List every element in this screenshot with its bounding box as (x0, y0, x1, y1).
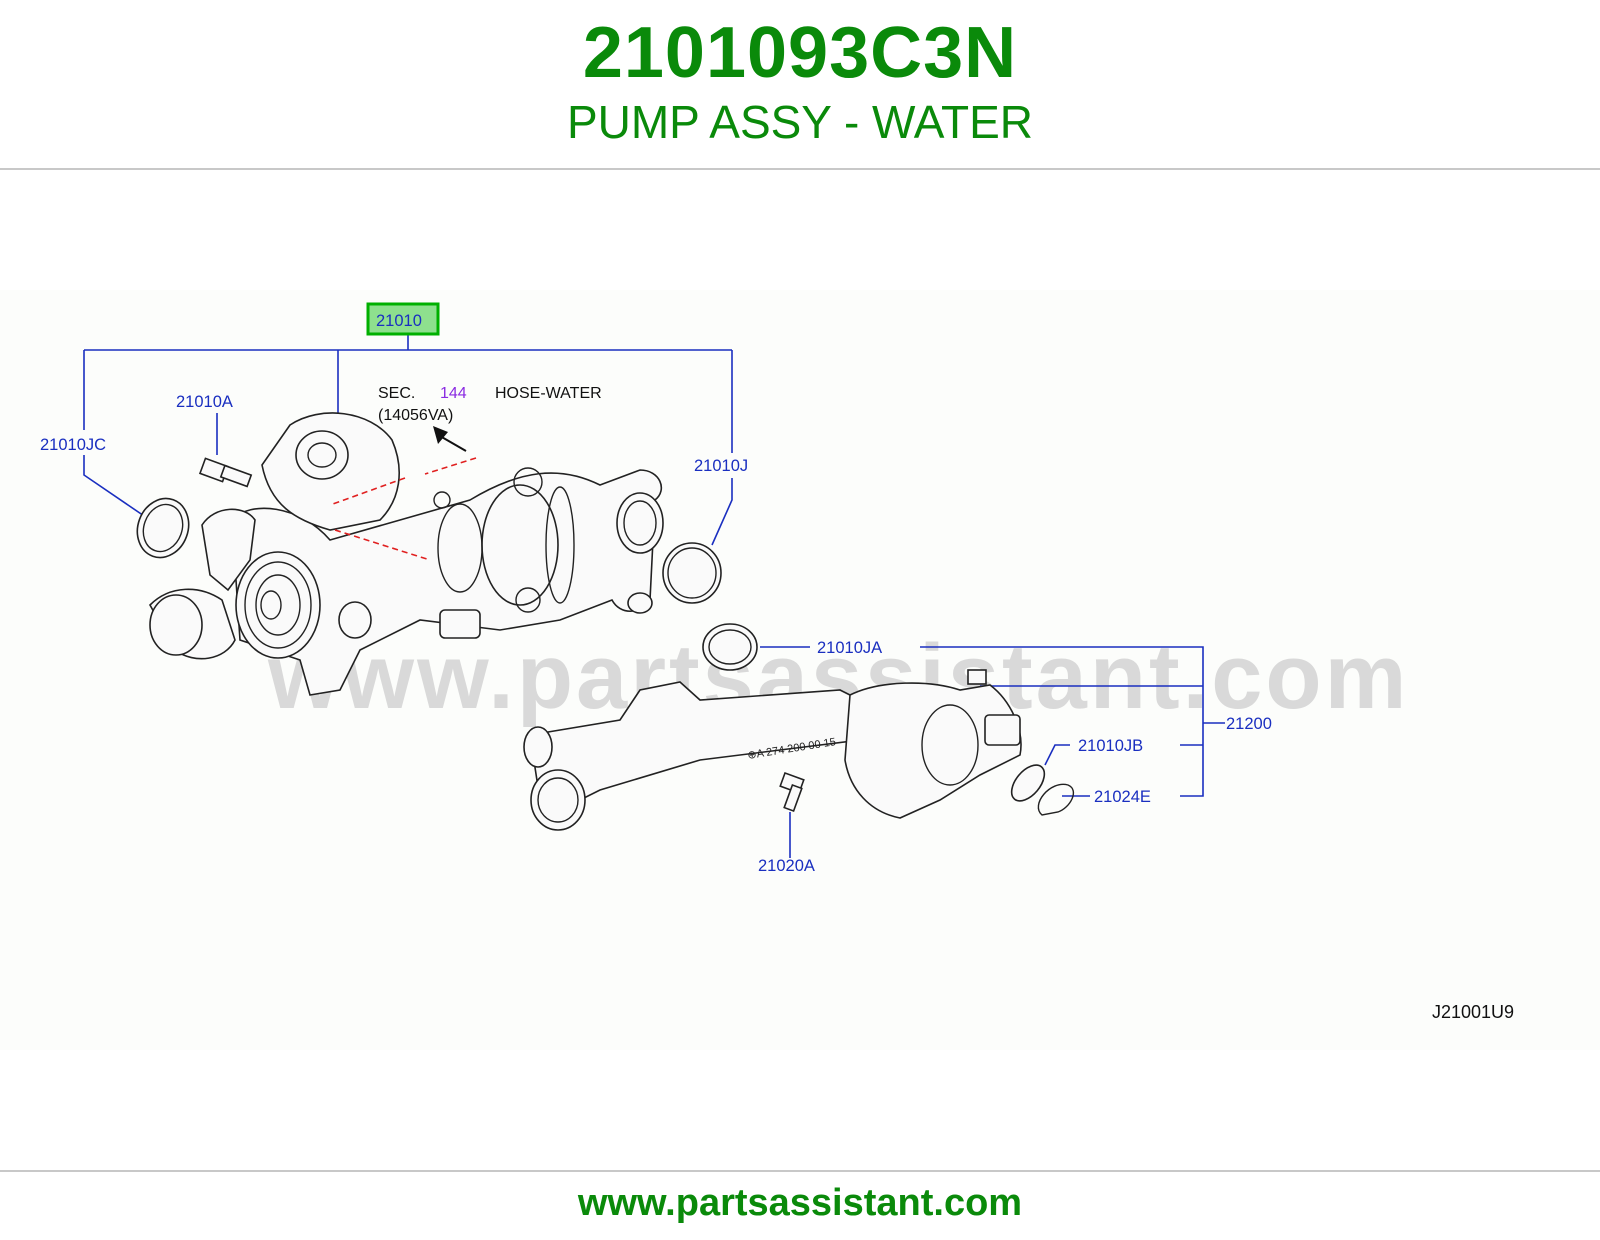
diagram-id: J21001U9 (1432, 1002, 1514, 1022)
callout-21200[interactable]: 21200 (1226, 715, 1272, 733)
footer-divider (0, 1170, 1600, 1172)
callout-21010a[interactable]: 21010A (176, 393, 233, 411)
bolt-21010a (198, 457, 253, 488)
water-pipe-assembly-drawing: ⊕A 274 200 00 15 (523, 623, 1074, 831)
callout-21024e[interactable]: 21024E (1094, 788, 1151, 806)
clip-21024e (1037, 783, 1074, 816)
leader-lines (83, 333, 1225, 858)
parts-diagram: www.partsassistant.com (0, 290, 1600, 1050)
callout-21010ja[interactable]: 21010JA (817, 639, 882, 657)
water-pump-assembly-drawing (136, 412, 722, 696)
arrow-head-icon (433, 426, 448, 444)
section-hose-marker (329, 426, 477, 561)
gasket-ring-21010jc (136, 497, 190, 559)
callout-21010jc[interactable]: 21010JC (40, 436, 106, 454)
section-link-144[interactable]: 144 (440, 385, 467, 402)
section-prefix: SEC. (378, 385, 415, 402)
gasket-ring-21010j (662, 542, 722, 604)
section-part-name: HOSE-WATER (495, 385, 602, 402)
highlight-box-21010 (366, 302, 440, 336)
section-part-code: (14056VA) (378, 407, 453, 424)
part-name-subtitle: PUMP ASSY - WATER (566, 96, 1034, 148)
callout-21010j[interactable]: 21010J (694, 457, 748, 475)
o-ring-21010jb (1010, 764, 1046, 802)
header-divider (0, 168, 1600, 170)
callout-21010jb[interactable]: 21010JB (1078, 737, 1143, 755)
callout-21020a[interactable]: 21020A (758, 857, 815, 875)
exploded-view-svg: www.partsassistant.com (40, 302, 1514, 1022)
footer-site-url[interactable]: www.partsassistant.com (577, 1182, 1023, 1224)
callout-21010[interactable]: 21010 (376, 312, 422, 330)
part-number-title: 2101093C3N (582, 13, 1018, 93)
page-header: 2101093C3N PUMP ASSY - WATER (0, 0, 1600, 170)
bolt-21020a (779, 771, 805, 813)
o-ring-21010ja (702, 623, 758, 671)
